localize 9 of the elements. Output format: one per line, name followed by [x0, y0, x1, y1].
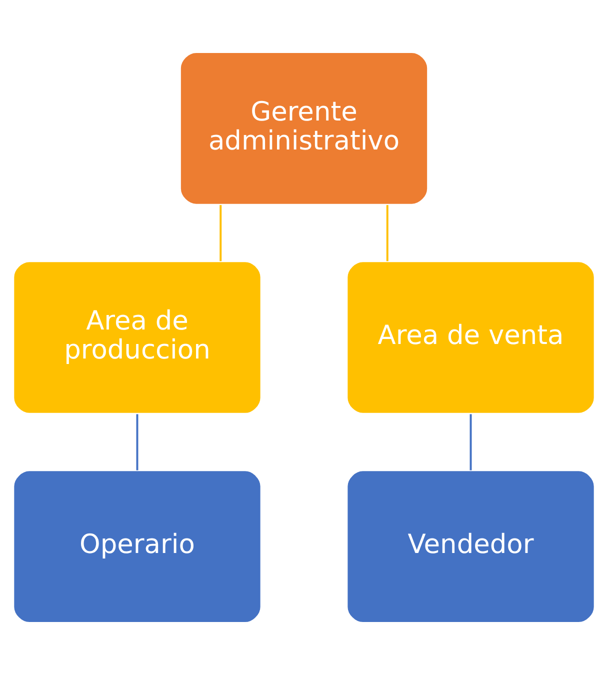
node-box: Operario: [12, 469, 262, 623]
node-box: Vendedor: [346, 469, 596, 623]
node-box: Area de produccion: [12, 260, 262, 414]
connector: [470, 414, 472, 470]
node-box: Area de venta: [346, 260, 596, 414]
connector: [136, 414, 138, 470]
connector: [386, 204, 388, 261]
connector: [220, 204, 222, 261]
node-box: Gerente administrativo: [180, 51, 428, 205]
